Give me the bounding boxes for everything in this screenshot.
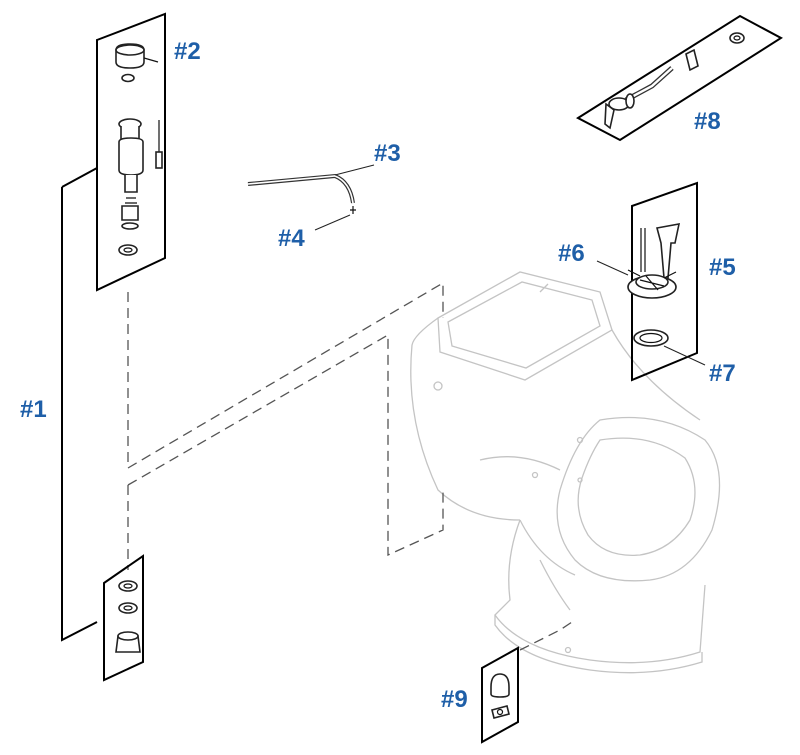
- leader-3: [334, 164, 375, 176]
- part-label-3: #3: [374, 140, 401, 167]
- part-label-4: #4: [278, 225, 305, 252]
- trip-lever-assembly: [575, 14, 783, 142]
- part-label-7: #7: [709, 360, 736, 387]
- toilet-outline: [410, 271, 721, 674]
- flush-valve-part: [640, 222, 681, 279]
- lock-nut-washers-part: [115, 580, 141, 653]
- flapper-part: [627, 269, 677, 299]
- part-label-8: #8: [694, 108, 721, 135]
- part-label-6: #6: [558, 240, 585, 267]
- fill-valve-assembly: [61, 12, 166, 682]
- bolt-cap-part: [490, 673, 510, 719]
- part-label-9: #9: [441, 686, 468, 713]
- fill-valve-part: [118, 118, 163, 256]
- flush-valve-assembly: [627, 181, 698, 382]
- float-cup-part: [115, 43, 159, 83]
- part-label-2: #2: [174, 38, 201, 65]
- leader-7: [663, 345, 706, 366]
- assembly-guide-lines: [127, 281, 573, 651]
- refill-tube-part: [247, 173, 356, 214]
- tank-gasket-part: [633, 329, 669, 347]
- part-label-1: #1: [20, 396, 47, 423]
- part-label-5: #5: [709, 254, 736, 281]
- trip-lever-part: [604, 32, 745, 130]
- leader-6: [596, 260, 629, 276]
- leader-4: [314, 214, 351, 231]
- bolt-cap-assembly: [481, 646, 519, 744]
